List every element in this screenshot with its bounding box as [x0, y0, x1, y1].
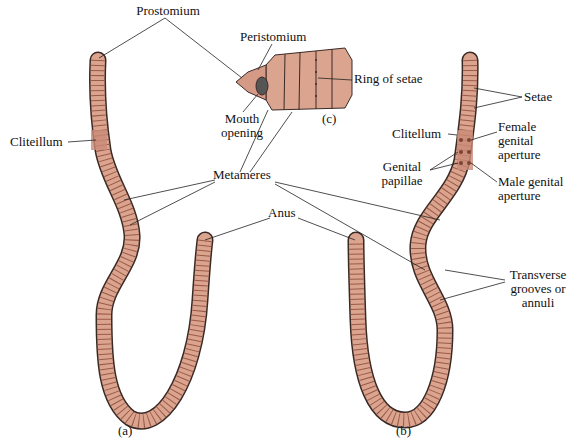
figure-tag: (c): [322, 112, 346, 126]
worm-body: [97, 60, 205, 421]
part-label: Mouth opening: [214, 112, 270, 140]
part-label: Anus: [268, 206, 308, 220]
part-label: Clitellum: [392, 127, 452, 141]
part-label: Cliteillum: [10, 135, 72, 149]
part-label: Ring of setae: [354, 72, 444, 86]
worm-outline: [97, 60, 205, 421]
leader-lines: [68, 18, 522, 300]
figure-tag: (b): [396, 424, 420, 438]
part-label: Genital papillae: [372, 160, 432, 188]
part-label: Female genital aperture: [498, 120, 574, 162]
head-inset: [236, 48, 352, 110]
part-label: Transverse grooves or annuli: [500, 268, 576, 310]
part-label: Prostomium: [128, 4, 208, 18]
clitellum-band: [457, 130, 473, 170]
part-label: Peristomium: [240, 30, 320, 44]
part-label: Metameres: [213, 168, 293, 182]
genital-papillae-dots: [459, 138, 471, 165]
worm-segments: [97, 60, 205, 421]
figure-tag: (a): [118, 424, 142, 438]
part-label: Male genital aperture: [498, 175, 574, 203]
part-label: Setae: [524, 90, 574, 104]
